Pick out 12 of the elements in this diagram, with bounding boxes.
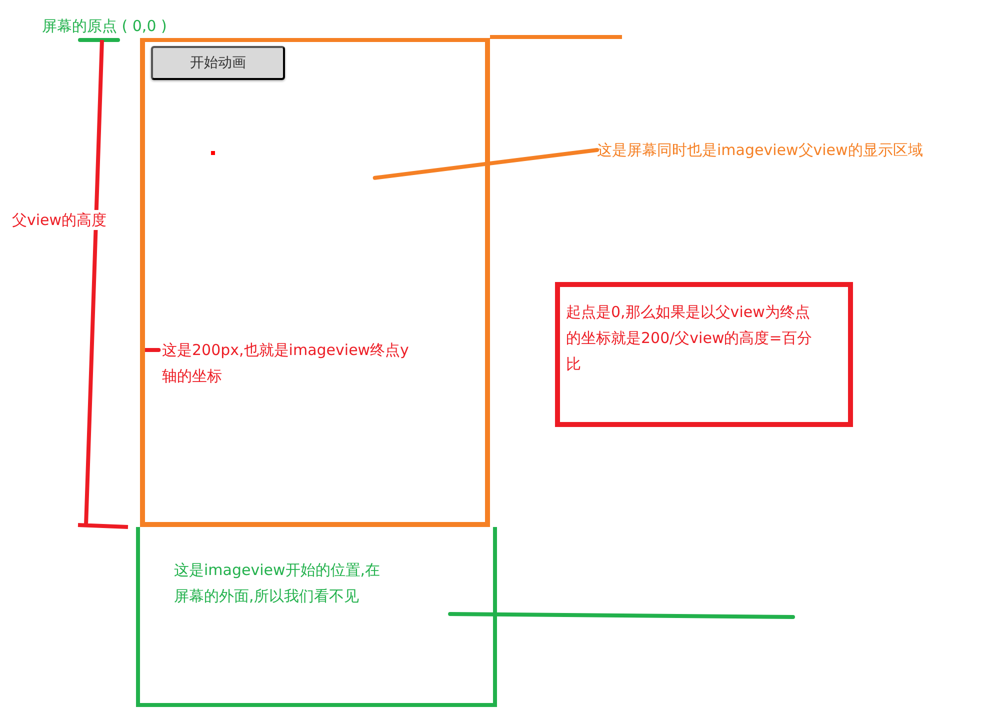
screen-area-frame bbox=[140, 38, 490, 527]
origin-label: 屏幕的原点 ( 0,0 ) bbox=[40, 16, 169, 36]
annotation-text: 这是屏幕同时也是imageview父view的显示区域 bbox=[597, 137, 977, 163]
note-text: 起点是0,那么如果是以父view为终点的坐标就是200/父view的高度=百分比 bbox=[566, 302, 813, 375]
offscreen-imageview-frame bbox=[136, 527, 497, 707]
leader-line bbox=[448, 612, 795, 619]
formula-note-box bbox=[555, 282, 853, 427]
dimension-label: 父view的高度 bbox=[10, 210, 109, 230]
annotation-text: 这是200px,也就是imageview终点y轴的坐标 bbox=[162, 337, 418, 389]
note-text: 这是imageview开始的位置,在屏幕的外面,所以我们看不见 bbox=[174, 560, 382, 607]
leader-line bbox=[372, 148, 599, 180]
start-animation-button: 开始动画 bbox=[151, 46, 285, 80]
